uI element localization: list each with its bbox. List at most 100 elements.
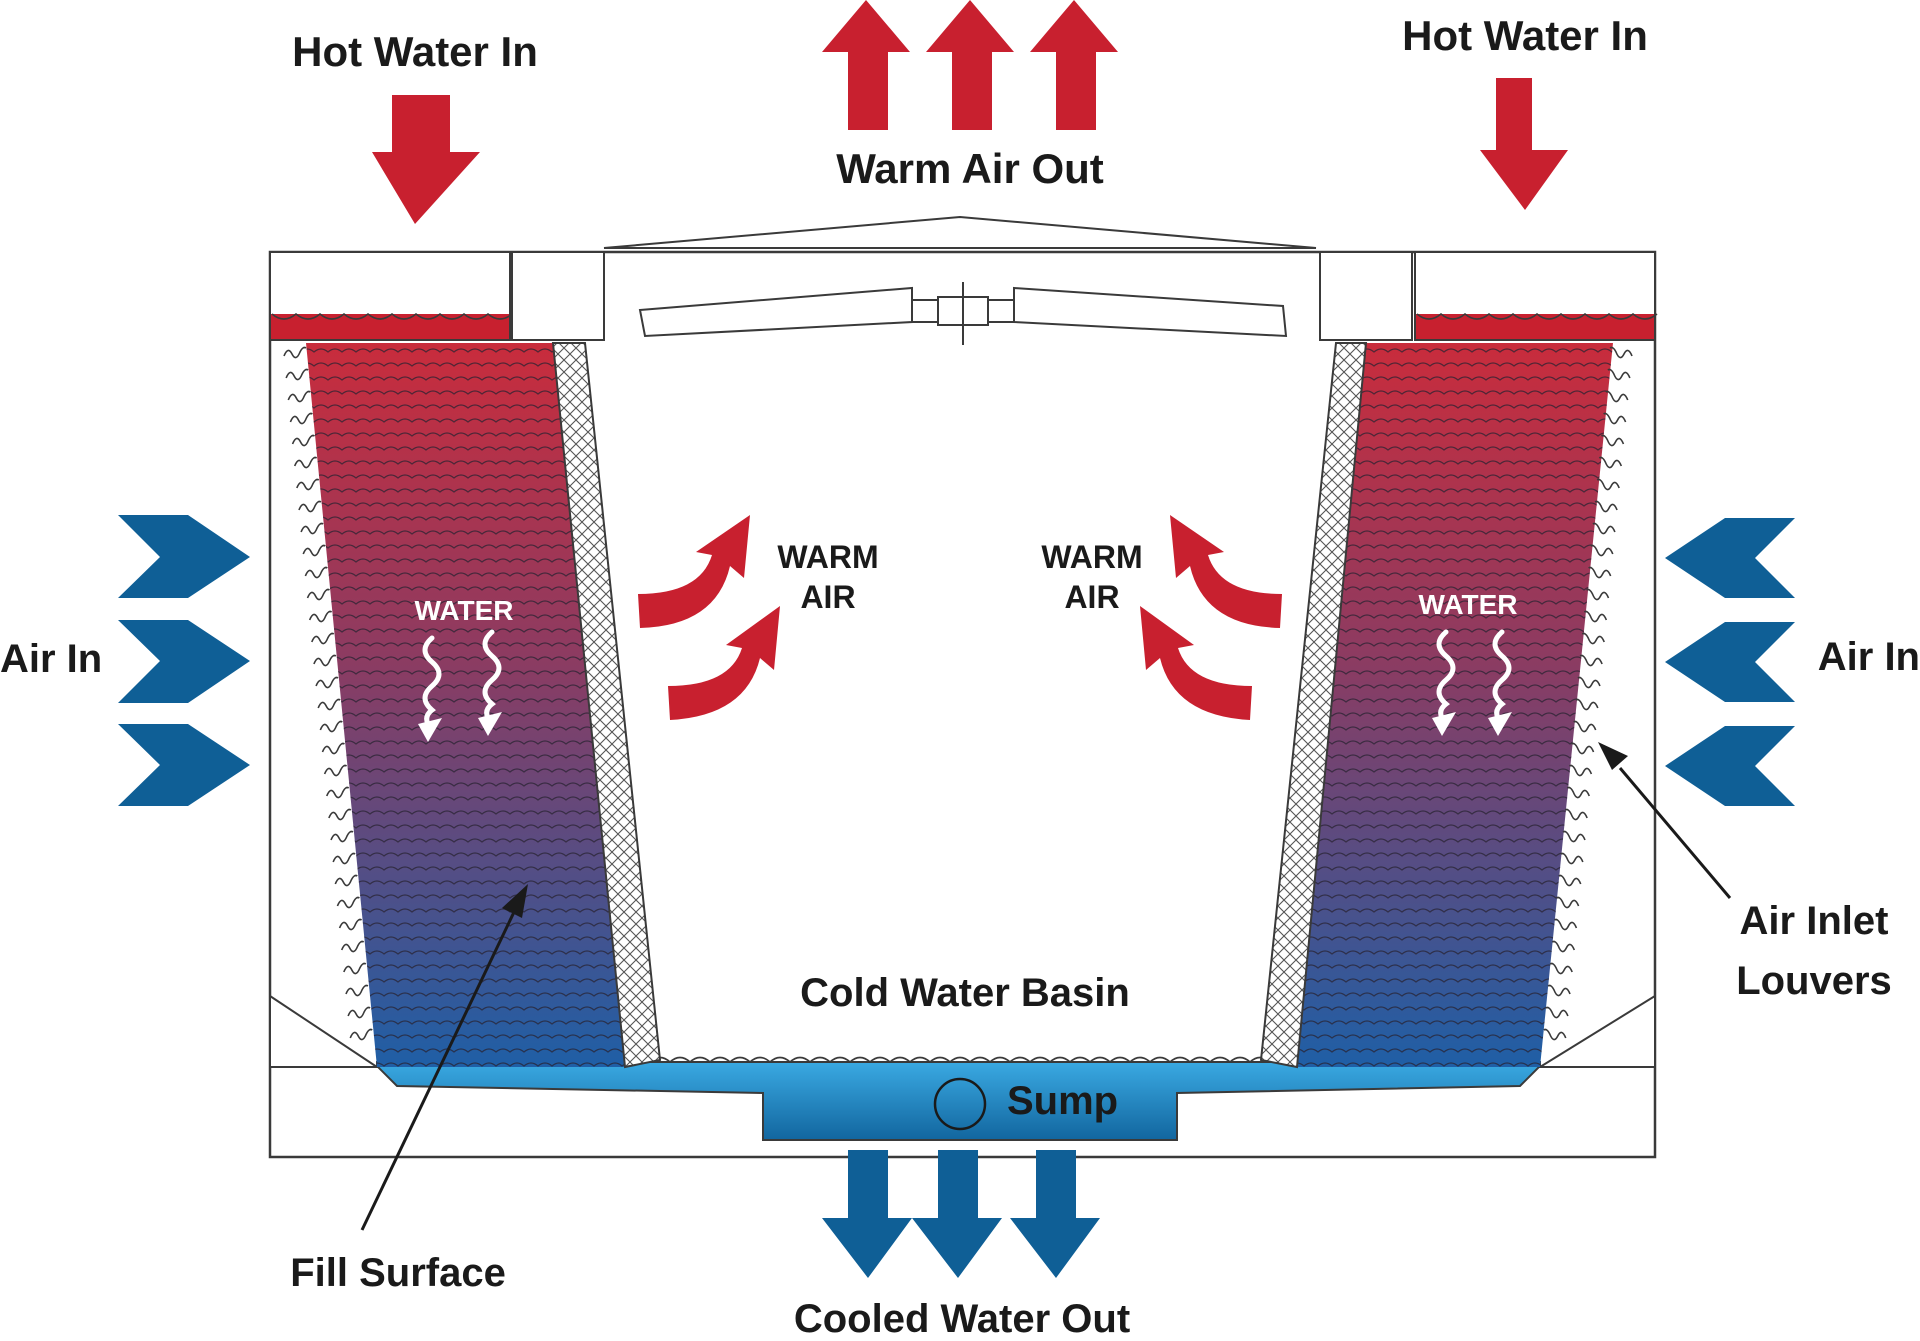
fan-deck-right	[1319, 251, 1413, 341]
louver-blade	[1579, 654, 1603, 667]
louver-blade	[289, 412, 313, 425]
fill-wave-line	[306, 838, 627, 843]
louver-blade	[1598, 456, 1623, 469]
louver-blade	[285, 368, 309, 381]
fill-wave-line	[306, 810, 627, 815]
label-warm-air-right-1: WARM	[1041, 539, 1142, 575]
louver-blade	[1592, 522, 1616, 535]
louver-blade	[1588, 566, 1612, 579]
louver-blade	[1571, 742, 1595, 755]
louver-blade	[302, 544, 326, 557]
hot-water-in-arrow-left	[372, 95, 480, 224]
drift-eliminator-right	[1259, 342, 1368, 1069]
louver-blade	[1543, 1028, 1567, 1041]
fill-wave-line	[1297, 628, 1613, 633]
louver-blade	[1545, 1006, 1569, 1019]
louver-blade	[304, 566, 328, 579]
fill-wave-line	[1297, 712, 1613, 717]
louver-blade	[334, 874, 358, 887]
warm-air-arrows-right	[1140, 515, 1282, 720]
louver-blade	[1547, 984, 1571, 997]
fill-wave-line	[306, 768, 627, 773]
fill-wave-line	[306, 852, 627, 857]
air-inlet-louvers-left	[283, 346, 373, 1041]
fill-wave-line	[1297, 642, 1613, 647]
fill-wave-line	[1297, 670, 1613, 675]
louver-blade	[311, 632, 335, 645]
louver-blade	[283, 346, 307, 359]
label-warm-air-left-2: AIR	[800, 579, 855, 615]
label-air-in-right: Air In	[1818, 635, 1920, 679]
louver-blade	[1594, 500, 1618, 513]
louver-blade	[313, 654, 337, 667]
pointer-fill-surface	[360, 884, 528, 1231]
louver-blade	[336, 896, 360, 909]
louver-blade	[1560, 852, 1584, 865]
louver-blade	[1564, 808, 1588, 821]
louver-blade	[1553, 918, 1578, 931]
label-warm-air-right-2: AIR	[1064, 579, 1119, 615]
water-flow-arrows-right	[1432, 629, 1512, 736]
fill-wave-line	[1297, 572, 1613, 577]
label-air-inlet-louvers-2: Louvers	[1736, 959, 1892, 1003]
fill-wave-line	[306, 782, 627, 787]
louver-blade	[296, 478, 320, 491]
fill-wave-line	[306, 824, 627, 829]
louver-blade	[328, 808, 352, 821]
cold-water-basin	[376, 1056, 1541, 1141]
fan-deck-left	[511, 251, 605, 341]
hot-water-basin-right	[1414, 251, 1658, 341]
louver-blade	[1577, 676, 1601, 689]
fill-wave-line	[1297, 740, 1613, 745]
louver-blade	[1596, 478, 1620, 491]
label-hot-water-in-right: Hot Water In	[1402, 12, 1648, 59]
louver-blade	[332, 852, 356, 865]
louver-blade	[1562, 830, 1586, 843]
fill-wave-line	[1297, 726, 1613, 731]
fan-assembly	[511, 251, 1413, 345]
louver-blade	[326, 786, 350, 799]
louver-blade	[349, 1028, 373, 1041]
fill-wave-line	[306, 796, 627, 801]
louver-blade	[1549, 962, 1573, 975]
label-water-right: WATER	[1418, 589, 1517, 620]
louver-blade	[287, 390, 311, 403]
label-water-left: WATER	[414, 595, 513, 626]
cooled-water-out-arrows	[822, 1150, 1100, 1278]
louver-blade	[1607, 368, 1631, 381]
louver-blade	[306, 588, 330, 601]
label-sump: Sump	[1007, 1079, 1118, 1123]
basin-slope-left	[269, 994, 381, 1068]
air-in-arrows-left	[118, 515, 250, 806]
tower-roof	[603, 215, 1317, 249]
hot-water-in-arrow-right	[1480, 78, 1568, 210]
warm-air-out-arrows	[822, 0, 1118, 130]
pointer-air-inlet-louvers	[1598, 742, 1732, 899]
fill-wave-line	[306, 754, 627, 759]
label-hot-water-in-left: Hot Water In	[292, 28, 538, 75]
louver-blade	[340, 940, 365, 953]
fill-wave-line	[1297, 684, 1613, 689]
basin-ripples	[629, 1056, 1271, 1064]
basin-slope-right	[1536, 994, 1656, 1068]
louver-blade	[330, 830, 354, 843]
louver-blade	[1575, 698, 1599, 711]
hot-water-basin-left	[269, 251, 513, 341]
drift-eliminator-left	[551, 342, 662, 1069]
warm-air-arrows-left	[638, 515, 780, 720]
louver-blade	[1586, 588, 1610, 601]
fill-wave-line	[1297, 614, 1613, 619]
louver-blade	[321, 742, 345, 755]
louver-blade	[1605, 390, 1629, 403]
louver-blade	[1556, 896, 1580, 909]
louver-blade	[347, 1006, 371, 1019]
sump-outlet-icon	[933, 1077, 987, 1131]
louver-blade	[308, 610, 333, 623]
louver-blade	[319, 720, 343, 733]
louver-blade	[323, 764, 348, 777]
louver-blade	[1573, 720, 1597, 733]
louver-blade	[345, 984, 369, 997]
louver-blade	[338, 918, 363, 931]
label-air-in-left: Air In	[0, 637, 102, 681]
